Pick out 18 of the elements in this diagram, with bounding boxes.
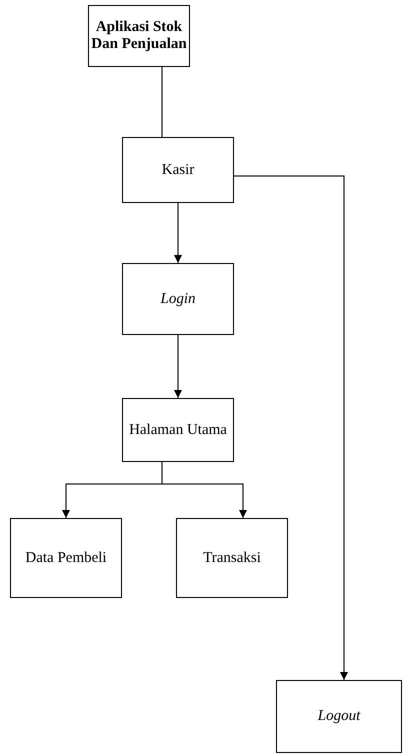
box-label: Halaman Utama [129,422,227,438]
box-label: Logout [318,708,360,725]
box-label: Data Pembeli [25,550,107,566]
process-box [122,398,234,462]
process-box [122,137,234,203]
arrow [174,334,182,398]
process-box [10,518,122,598]
box-label: Aplikasi Stok Dan Penjualan [91,19,187,53]
process-box [122,263,234,335]
arrow [162,462,247,518]
process-box [276,680,402,753]
process-box [176,518,288,598]
box-label: Kasir [162,162,194,178]
arrow [234,176,348,680]
process-box [88,5,190,67]
arrow [174,202,182,264]
box-label: Transaksi [203,550,261,566]
box-label: Login [160,290,196,308]
